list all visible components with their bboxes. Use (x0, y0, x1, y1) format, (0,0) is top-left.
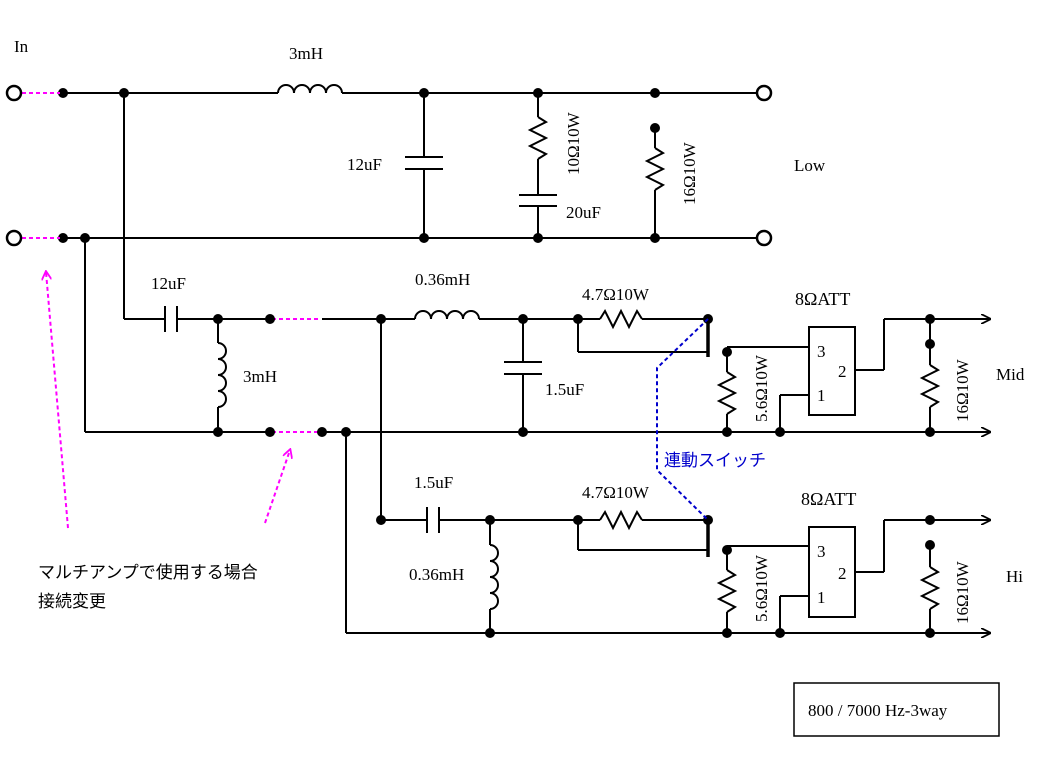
label-hi: Hi (1006, 567, 1023, 586)
label-linked-switch: 連動スイッチ (664, 451, 766, 471)
label-hi-att-pin3: 3 (817, 542, 826, 561)
mid-resistor-47ohm (599, 308, 643, 330)
hi-attenuator (808, 526, 856, 618)
low-section (58, 84, 757, 243)
spec-box (793, 682, 1000, 737)
label-low-cap: 12uF (347, 155, 382, 174)
label-mid-ind-shunt: 3mH (243, 367, 277, 386)
note-multiamp-line2: 接続変更 (38, 592, 106, 612)
label-mid-res-shunt: 5.6Ω10W (752, 354, 771, 422)
mid-inductor-3mh (217, 342, 227, 408)
label-low-cap-series: 20uF (566, 203, 601, 222)
linked-switch-line (656, 318, 709, 521)
label-hi-load: 16Ω10W (953, 560, 972, 624)
label-hi-att-pin1: 1 (817, 588, 826, 607)
low-output-terminal-hot (755, 84, 773, 102)
note-multiamp-line1: マルチアンプで使用する場合 (38, 562, 258, 583)
spec-label: 800 / 7000 Hz-3way (808, 701, 948, 720)
low-output-terminal-ground (755, 229, 773, 247)
input-terminal-hot (5, 84, 23, 102)
label-low-res-shunt: 16Ω10W (680, 141, 699, 205)
label-low: Low (794, 156, 826, 175)
multiamp-arrow-left (46, 272, 69, 529)
label-mid-att-pin2: 2 (838, 362, 847, 381)
mid-resistor-56ohm (716, 371, 738, 415)
label-in: In (14, 37, 29, 56)
low-resistor-16ohm (644, 147, 666, 191)
label-mid: Mid (996, 365, 1025, 384)
label-hi-cap: 1.5uF (414, 473, 453, 492)
label-mid-att: 8ΩATT (795, 289, 850, 309)
mid-inductor-036mh (414, 310, 480, 320)
hi-resistor-56ohm (716, 569, 738, 613)
hi-resistor-47ohm (599, 509, 643, 531)
hi-resistor-16ohm (919, 566, 941, 610)
label-mid-att-pin1: 1 (817, 386, 826, 405)
label-hi-res-series: 4.7Ω10W (582, 483, 650, 502)
label-mid-cap-shunt: 1.5uF (545, 380, 584, 399)
label-mid-cap1: 12uF (151, 274, 186, 293)
multiamp-arrow-right (264, 450, 290, 524)
low-inductor-3mh (277, 84, 343, 94)
label-mid-att-pin3: 3 (817, 342, 826, 361)
label-mid-res-series: 4.7Ω10W (582, 285, 650, 304)
mid-resistor-16ohm (919, 364, 941, 408)
label-mid-load: 16Ω10W (953, 358, 972, 422)
label-hi-res-shunt: 5.6Ω10W (752, 554, 771, 622)
label-low-res-series: 10Ω10W (564, 111, 583, 175)
hi-section (345, 319, 990, 638)
label-hi-inductor: 0.36mH (409, 565, 464, 584)
label-hi-att-pin2: 2 (838, 564, 847, 583)
mid-section (84, 93, 990, 437)
label-hi-att: 8ΩATT (801, 489, 856, 509)
label-mid-inductor: 0.36mH (415, 270, 470, 289)
hi-inductor-036mh (489, 544, 499, 610)
low-resistor-10ohm (527, 116, 549, 160)
input-terminal-ground (5, 229, 23, 247)
mid-attenuator (808, 326, 856, 416)
label-low-inductor: 3mH (289, 44, 323, 63)
